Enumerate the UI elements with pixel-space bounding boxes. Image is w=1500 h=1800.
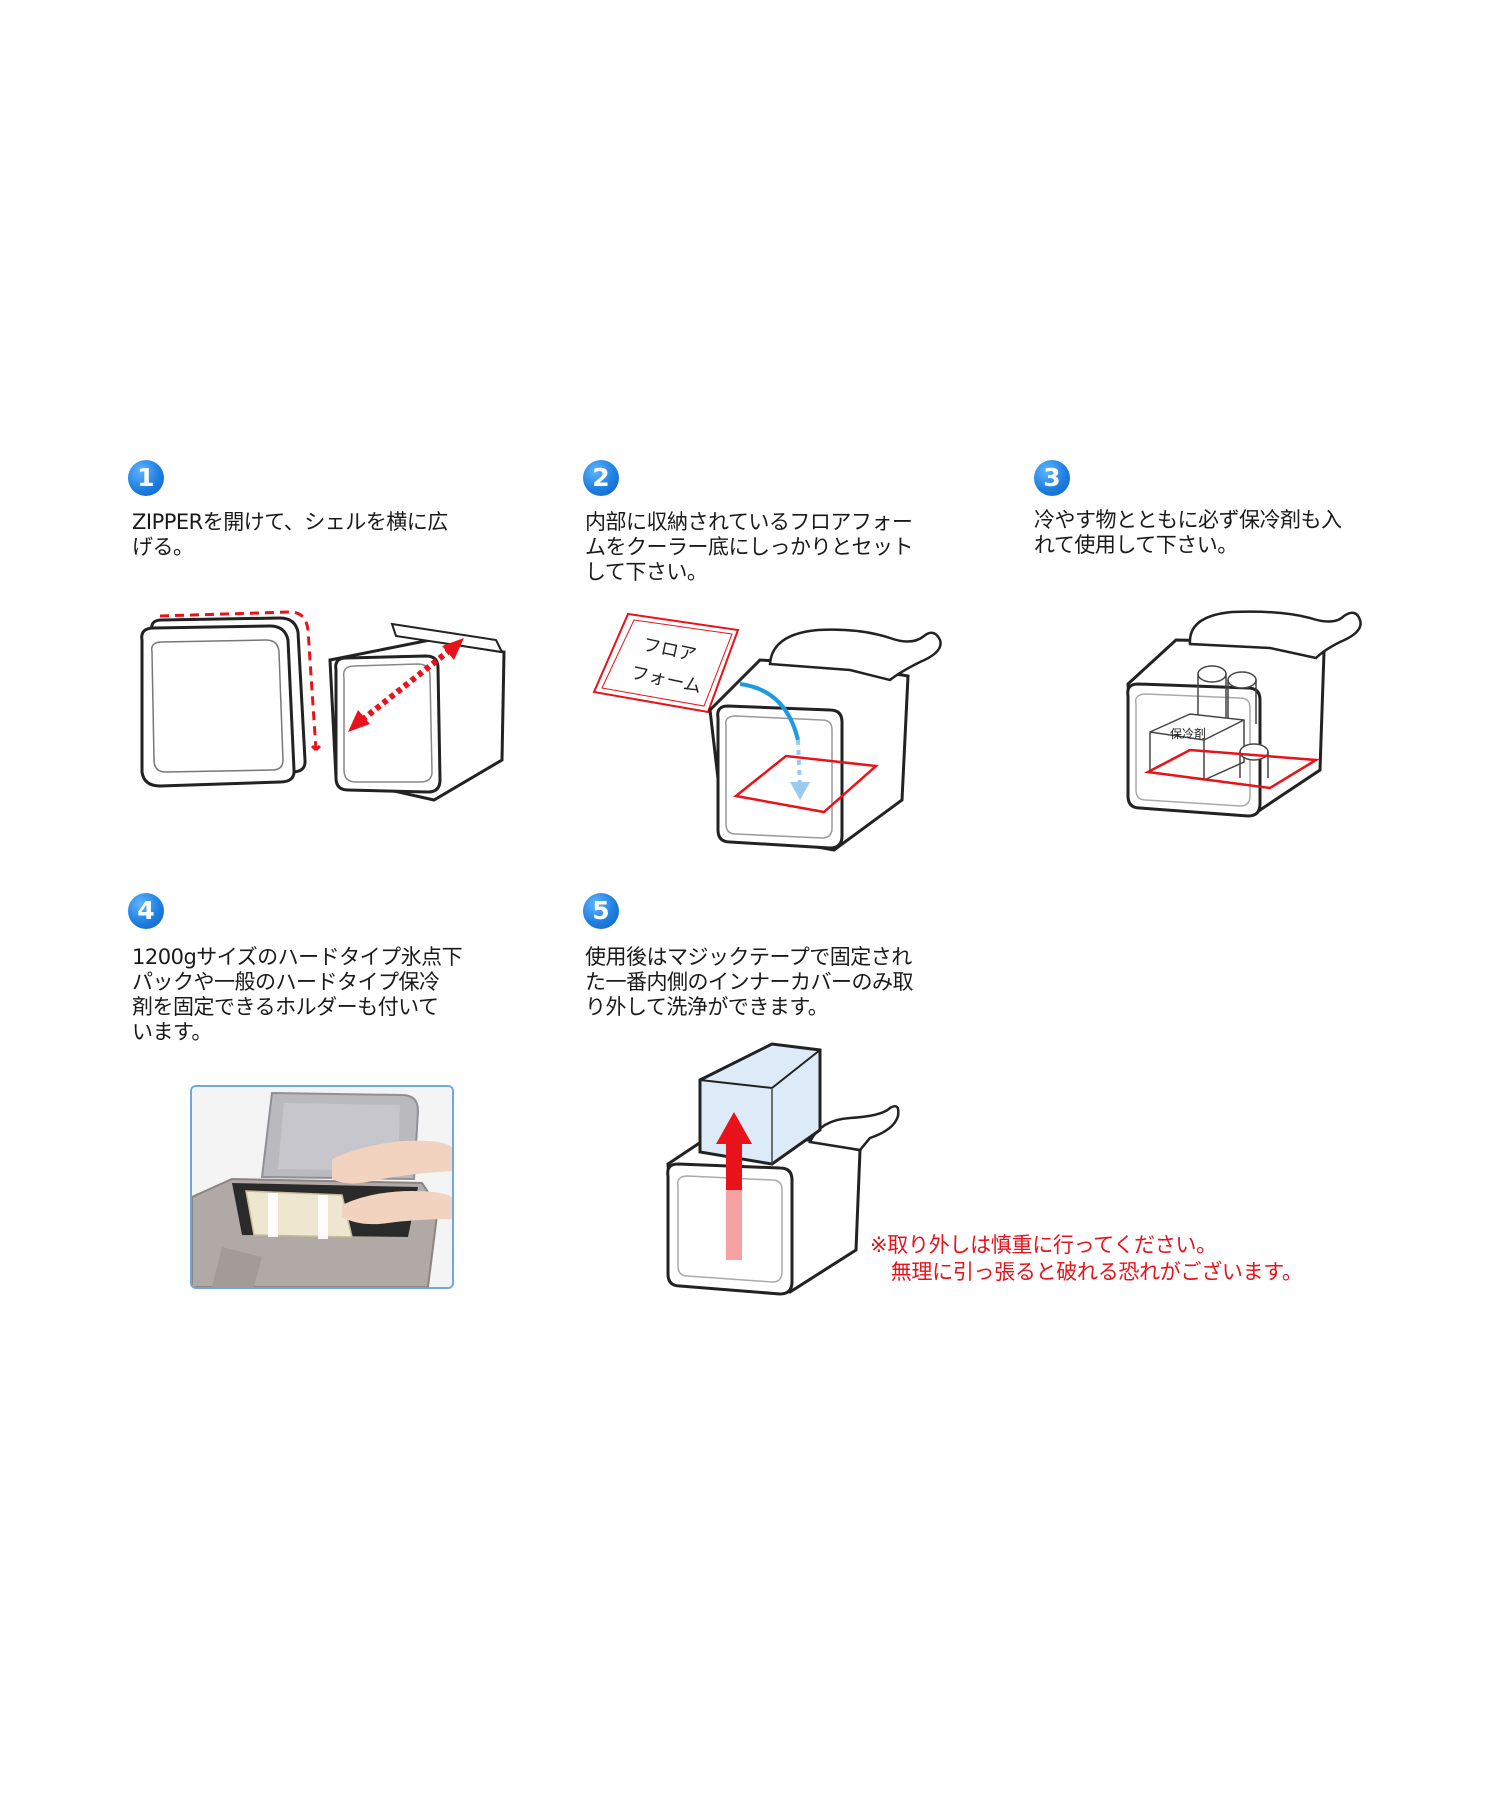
step-2-illustration: フロア フォーム — [592, 612, 942, 852]
step-3-illustration: 保冷剤 — [1126, 610, 1362, 818]
step-4-description: 1200gサイズのハードタイプ氷点下 パックや一般のハードタイプ保冷 剤を固定で… — [132, 945, 463, 1044]
step-5-description: 使用後はマジックテープで固定され た一番内側のインナーカバーのみ取 り外して洗浄… — [585, 945, 914, 1019]
removal-warning-note: ※取り外しは慎重に行ってください。 無理に引っ張ると破れる恐れがございます。 — [870, 1233, 1303, 1284]
holder-photo-illustration — [192, 1087, 452, 1287]
step-1-description: ZIPPERを開けて、シェルを横に広 げる。 — [132, 510, 448, 559]
step-2-description: 内部に収納されているフロアフォー ムをクーラー底にしっかりとセット して下さい。 — [585, 510, 914, 584]
step-number-4-icon: 4 — [128, 893, 164, 929]
step-number-2-icon: 2 — [583, 460, 619, 496]
step-number-5-icon: 5 — [583, 893, 619, 929]
step-5-illustration — [666, 1042, 900, 1296]
ice-pack-label: 保冷剤 — [1170, 726, 1206, 741]
step-number-1-icon: 1 — [128, 460, 164, 496]
step-3-description: 冷やす物とともに必ず保冷剤も入 れて使用して下さい。 — [1034, 508, 1342, 557]
step-4-photo — [190, 1085, 454, 1289]
step-number-3-icon: 3 — [1034, 460, 1070, 496]
step-1-illustration — [140, 610, 506, 802]
